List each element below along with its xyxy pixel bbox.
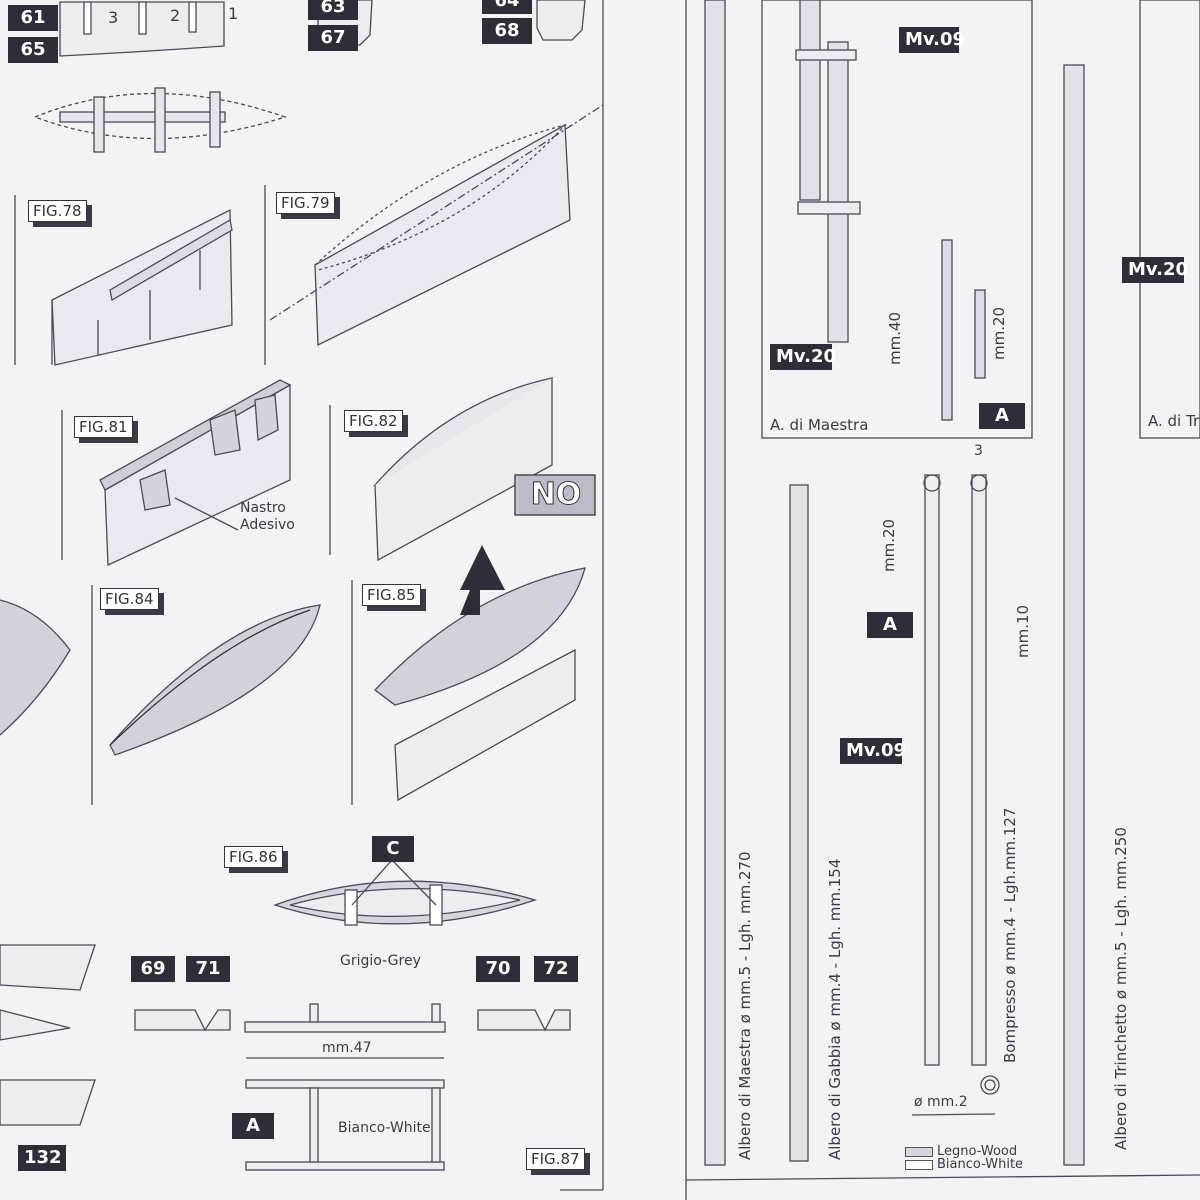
spar-trinchetto-label: Albero di Trinchetto ø mm.5 - Lgh. mm.25… xyxy=(1112,827,1130,1150)
dimension-mm40: mm.40 xyxy=(886,311,904,365)
slot-number: 1 xyxy=(228,4,239,23)
maestra-panel-title: A. di Maestra xyxy=(770,416,869,434)
part-67: 67 xyxy=(308,25,358,51)
part-72: 72 xyxy=(534,956,578,982)
fig-78-label: FIG.78 xyxy=(28,200,87,222)
mast-maestra xyxy=(704,0,726,1166)
white-swatch xyxy=(905,1159,933,1170)
callout-a: A xyxy=(979,403,1025,429)
fig-84-label: FIG.84 xyxy=(100,588,159,610)
part-63: 63 xyxy=(308,0,358,20)
callout-mv09: Mv.09 xyxy=(840,738,906,764)
legend: Legno-Wood Bianco-White xyxy=(905,1145,1023,1171)
slot-number: 2 xyxy=(170,6,181,25)
legend-white-label: Bianco-White xyxy=(937,1157,1024,1172)
dimension-mm47: mm.47 xyxy=(322,1040,372,1056)
part-61: 61 xyxy=(8,5,58,31)
legend-white: Bianco-White xyxy=(905,1158,1023,1171)
tape-label: Adesivo xyxy=(240,517,295,533)
callout-a: A xyxy=(867,612,913,638)
fig-79-label: FIG.79 xyxy=(276,192,335,214)
white-label: Bianco-White xyxy=(338,1120,431,1136)
trinchetto-panel-title: A. di Tr xyxy=(1148,412,1200,430)
fig-86-label: FIG.86 xyxy=(224,846,283,868)
legend-wood: Legno-Wood xyxy=(905,1145,1023,1158)
part-69: 69 xyxy=(131,956,175,982)
fig-81-label: FIG.81 xyxy=(74,416,133,438)
diameter-label: ø mm.2 xyxy=(914,1094,968,1110)
dimension-mm10: mm.10 xyxy=(1014,604,1032,658)
tape-label: Nastro xyxy=(240,500,286,516)
spar-gabbia-label: Albero di Gabbia ø mm.4 - Lgh. mm.154 xyxy=(826,858,844,1160)
part-65: 65 xyxy=(8,37,58,63)
part-68: 68 xyxy=(482,18,532,44)
part-64: 64 xyxy=(482,0,532,14)
fig-87-label: FIG.87 xyxy=(526,1148,585,1170)
no-glue-stamp: NO xyxy=(518,476,594,514)
part-71: 71 xyxy=(186,956,230,982)
fig-82-label: FIG.82 xyxy=(344,410,403,432)
fig-85-label: FIG.85 xyxy=(362,584,421,606)
grey-label: Grigio-Grey xyxy=(340,953,421,969)
callout-a: A xyxy=(232,1113,274,1139)
spar-maestra-label: Albero di Maestra ø mm.5 - Lgh. mm.270 xyxy=(736,851,754,1160)
slot-number: 3 xyxy=(108,8,119,27)
frame-part-64 xyxy=(536,0,586,41)
legend-wood-label: Legno-Wood xyxy=(937,1144,1018,1159)
dimension-mm20: mm.20 xyxy=(990,306,1008,360)
spar-bompresso-label: Bompresso ø mm.4 - Lgh.mm.127 xyxy=(1001,807,1019,1063)
callout-c: C xyxy=(372,836,414,862)
callout-mv20: Mv.20 xyxy=(1122,257,1188,283)
wood-swatch xyxy=(905,1146,933,1157)
part-132: 132 xyxy=(18,1145,66,1171)
part-70: 70 xyxy=(476,956,520,982)
dimension-3: 3 xyxy=(974,443,983,459)
callout-mv20: Mv.20 xyxy=(770,344,836,370)
mast-gabbia xyxy=(789,484,809,1162)
callout-mv09: Mv.09 xyxy=(899,27,965,53)
dimension-mm20: mm.20 xyxy=(880,518,898,572)
